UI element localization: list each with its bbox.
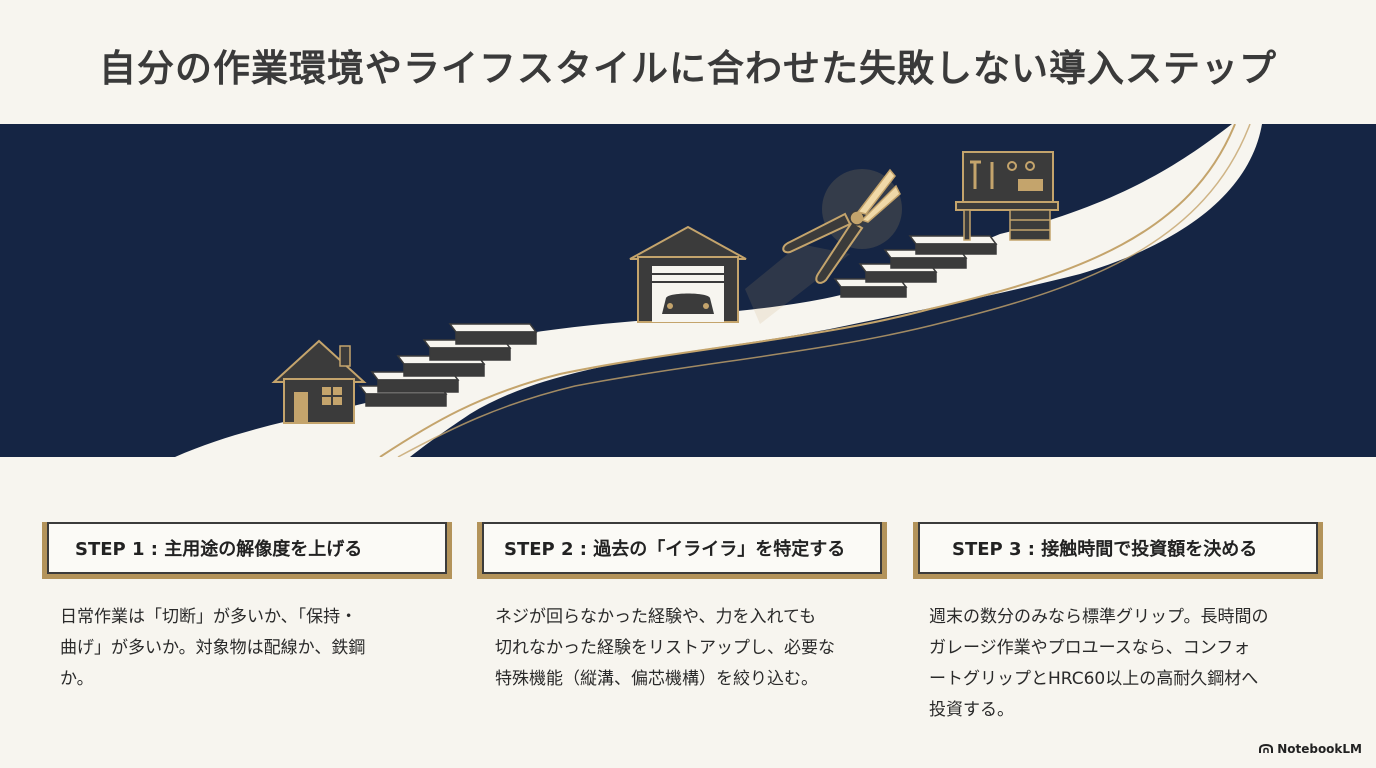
step-2-card: STEP 2 : 過去の「イライラ」を特定する [477,522,887,579]
hero-illustration [0,124,1376,457]
path-outline [379,124,1236,457]
step-2-line-1: ネジが回らなかった経験や、力を入れても [495,607,817,627]
stairs-1 [358,323,538,407]
step-3-description: 週末の数分のみなら標準グリップ。長時間の ガレージ作業やプロユースなら、コンフォ… [929,602,1339,726]
step-3-line-2: ガレージ作業やプロユースなら、コンフォ [929,638,1251,658]
step-2-description: ネジが回らなかった経験や、力を入れても 切れなかった経験をリストアップし、必要な… [495,602,895,695]
step-1-card: STEP 1 : 主用途の解像度を上げる [42,522,452,579]
step-3-line-3: ートグリップとHRC60以上の高耐久鋼材へ [929,669,1259,689]
pliers-icon [782,168,902,284]
step-1-heading: STEP 1 : 主用途の解像度を上げる [75,539,363,560]
path-illustration [175,124,1262,457]
step-2-heading: STEP 2 : 過去の「イライラ」を特定する [504,539,846,560]
step-1-line-1: 日常作業は「切断」が多いか、「保持・ [60,607,358,627]
step-1-line-2: 曲げ」が多いか。対象物は配線か、鉄鋼 [60,638,366,658]
step-3-line-1: 週末の数分のみなら標準グリップ。長時間の [929,607,1269,627]
step-1-line-3: か。 [60,669,94,689]
workbench-icon [955,151,1059,241]
step-3-card: STEP 3 : 接触時間で投資額を決める [913,522,1323,579]
path-inner-line [397,124,1251,457]
brand-watermark: NotebookLM [1259,742,1362,756]
brand-name: NotebookLM [1277,742,1362,756]
step-2-line-2: 切れなかった経験をリストアップし、必要な [495,638,835,658]
step-3-heading: STEP 3 : 接触時間で投資額を決める [952,539,1258,560]
step-1-description: 日常作業は「切断」が多いか、「保持・ 曲げ」が多いか。対象物は配線か、鉄鋼 か。 [60,602,440,695]
step-2-line-3: 特殊機能（縦溝、偏芯機構）を絞り込む。 [495,669,818,689]
stairs-2 [833,235,998,298]
page-title: 自分の作業環境やライフスタイルに合わせた失敗しない導入ステップ [99,47,1277,90]
garage-icon [629,225,747,323]
notebooklm-logo-icon [1259,744,1274,753]
house-icon [271,339,367,424]
step-3-line-4: 投資する。 [929,700,1014,720]
